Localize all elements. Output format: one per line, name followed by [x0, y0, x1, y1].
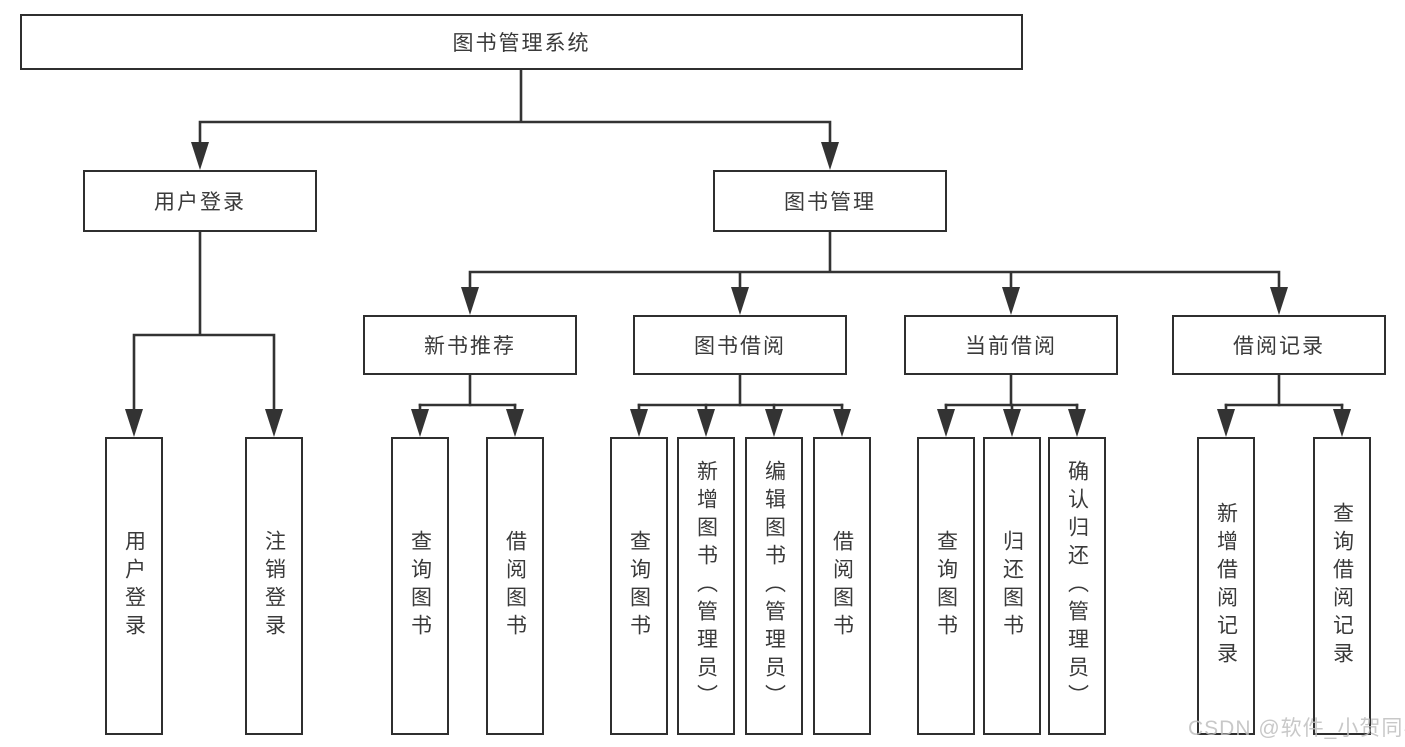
node-new-book-recommend-label: 新书推荐: [424, 335, 516, 358]
node-root-system: 图书管理系统: [20, 14, 1023, 70]
node-root-label: 图书管理系统: [452, 32, 591, 55]
leaf-borrowing-query-books: 查询图书: [610, 437, 668, 735]
leaf-recommend-query-books: 查询图书: [391, 437, 449, 735]
leaf-borrowing-edit-books-admin-label: 编辑图书（管理员）: [762, 460, 786, 712]
leaf-records-query-record-label: 查询借阅记录: [1330, 502, 1354, 670]
leaf-current-query-books: 查询图书: [917, 437, 975, 735]
leaf-records-add-record: 新增借阅记录: [1197, 437, 1255, 735]
leaf-borrowing-add-books-admin-label: 新增图书（管理员）: [694, 460, 718, 712]
leaf-borrowing-borrow-books-label: 借阅图书: [830, 530, 854, 642]
node-book-borrowing: 图书借阅: [633, 315, 847, 375]
leaf-borrowing-borrow-books: 借阅图书: [813, 437, 871, 735]
leaf-recommend-borrow-books: 借阅图书: [486, 437, 544, 735]
leaf-borrowing-edit-books-admin: 编辑图书（管理员）: [745, 437, 803, 735]
leaf-logout: 注销登录: [245, 437, 303, 735]
leaf-borrowing-query-books-label: 查询图书: [627, 530, 651, 642]
leaf-recommend-borrow-books-label: 借阅图书: [503, 530, 527, 642]
leaf-records-query-record: 查询借阅记录: [1313, 437, 1371, 735]
leaf-current-confirm-return-admin: 确认归还（管理员）: [1048, 437, 1106, 735]
leaf-current-query-books-label: 查询图书: [934, 530, 958, 642]
node-current-borrowing: 当前借阅: [904, 315, 1118, 375]
node-user-login: 用户登录: [83, 170, 317, 232]
node-book-management: 图书管理: [713, 170, 947, 232]
leaf-records-add-record-label: 新增借阅记录: [1214, 502, 1238, 670]
node-current-borrowing-label: 当前借阅: [965, 335, 1057, 358]
node-book-management-label: 图书管理: [784, 191, 876, 214]
leaf-user-login: 用户登录: [105, 437, 163, 735]
node-borrow-records: 借阅记录: [1172, 315, 1386, 375]
node-user-login-label: 用户登录: [154, 191, 246, 214]
leaf-recommend-query-books-label: 查询图书: [408, 530, 432, 642]
csdn-watermark: CSDN @软件_小贺同学: [1188, 717, 1405, 740]
leaf-borrowing-add-books-admin: 新增图书（管理员）: [677, 437, 735, 735]
arrowheads: [125, 142, 1351, 437]
node-borrow-records-label: 借阅记录: [1233, 335, 1325, 358]
node-book-borrowing-label: 图书借阅: [694, 335, 786, 358]
leaf-current-confirm-return-admin-label: 确认归还（管理员）: [1065, 460, 1089, 712]
leaf-user-login-label: 用户登录: [122, 530, 146, 642]
leaf-current-return-books: 归还图书: [983, 437, 1041, 735]
leaf-current-return-books-label: 归还图书: [1000, 530, 1024, 642]
node-new-book-recommend: 新书推荐: [363, 315, 577, 375]
leaf-logout-label: 注销登录: [262, 530, 286, 642]
